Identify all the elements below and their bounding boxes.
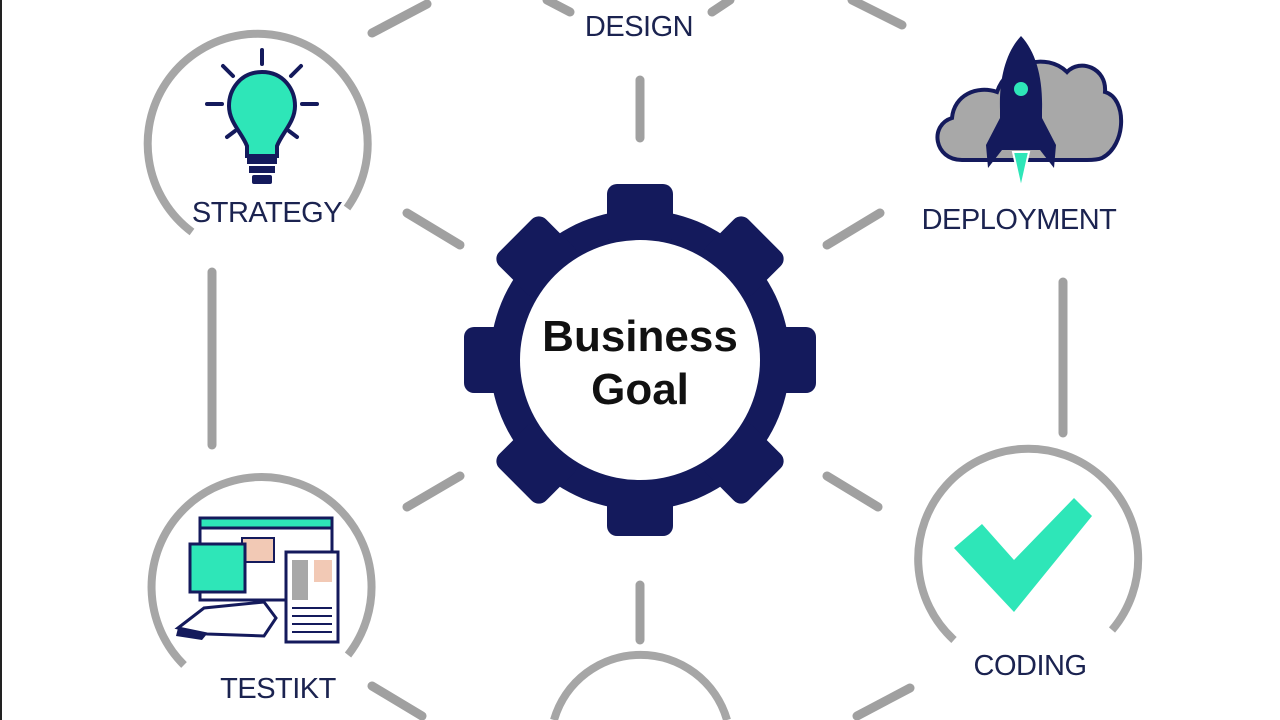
coding-ring <box>914 444 1143 643</box>
coding-label: CODING <box>973 650 1088 682</box>
center-label: Business Goal <box>542 310 738 416</box>
connector-lines <box>207 0 1068 720</box>
design-label: DESIGN <box>584 11 694 43</box>
deployment-label: DEPLOYMENT <box>921 204 1117 236</box>
strategy-label: STRATEGY <box>191 197 343 229</box>
bottom-ring <box>550 650 731 720</box>
node-rings <box>143 29 1143 720</box>
gear-icon <box>464 184 816 536</box>
browser-mockup-icon <box>174 516 340 644</box>
center-label-line2: Goal <box>591 365 689 414</box>
strategy-ring <box>143 29 372 236</box>
checkmark-icon <box>954 498 1092 612</box>
testing-ring <box>147 473 376 668</box>
rocket-cloud-icon <box>935 36 1124 189</box>
lightbulb-icon <box>205 48 319 184</box>
testing-label: TESTIKT <box>220 673 336 705</box>
center-label-line1: Business <box>542 312 738 361</box>
